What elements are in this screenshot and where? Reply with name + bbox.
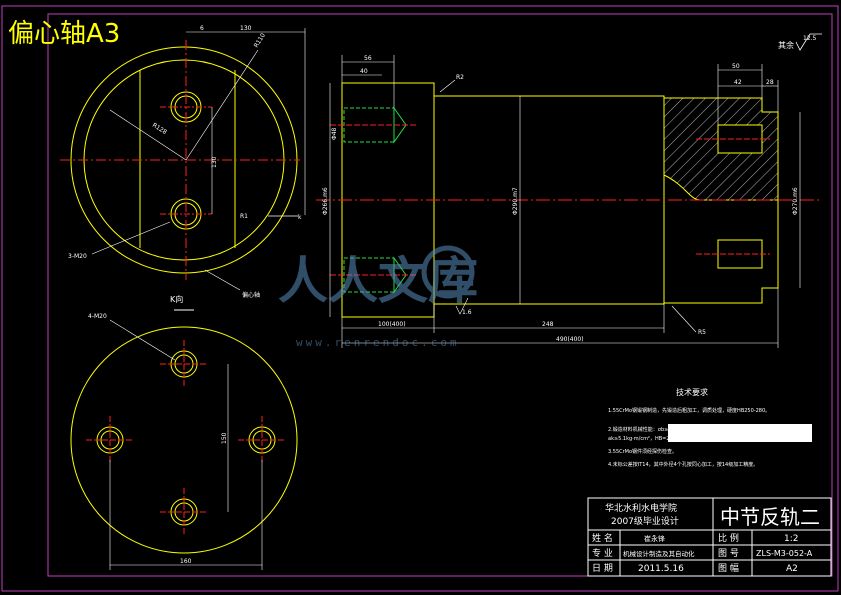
dim-dia-left: Φ266.m6 (322, 187, 329, 215)
dim-28: 28 (766, 79, 774, 86)
dim-dia-mid: Φ290.m7 (512, 187, 519, 215)
dim-r110: R110 (253, 32, 267, 49)
dim-50: 50 (732, 63, 740, 70)
tb-row3-label2: 图 幅 (718, 562, 739, 574)
tech-heading: 技术要求 (676, 387, 708, 397)
roughness-label: 其余 (778, 40, 794, 50)
view-side: Φ266.m6 Φ290.m7 Φ270.m6 Φ48 56 40 R2 50 … (316, 55, 820, 348)
tb-row3-value2: A2 (786, 564, 798, 574)
title-block: 华北水利水电学院 2007级毕业设计 中节反轨二 姓 名 崔永锋 比 例 1:2… (587, 497, 832, 577)
tb-row2-label2: 图 号 (718, 548, 739, 559)
shaft-label: 偏心轴 (242, 291, 260, 299)
tech-item-1: 1.55CrMo钢锻钢制造，先锻造后粗加工，调质处理，硬度HB250-280。 (608, 407, 770, 414)
tb-row1-label: 姓 名 (592, 532, 613, 544)
dim-100: 100(400) (378, 321, 406, 328)
dim-r128: R128 (151, 122, 168, 136)
title-block-frame (587, 497, 832, 577)
flange-circle (70, 326, 298, 554)
dim-6: 6 (200, 25, 204, 32)
leader-r110 (185, 49, 259, 161)
leader-3m20 (91, 221, 171, 255)
sheet-border-inner (47, 13, 833, 577)
dim-r2: R2 (456, 74, 464, 81)
leader-4m20 (109, 319, 176, 361)
tech-item-4: 4.未标公差按IT14，其中外径4个孔按同心加工，按14级加工精度。 (608, 461, 758, 468)
tb-row1-value2: 1:2 (784, 534, 798, 544)
dim-r1: R1 (240, 213, 248, 220)
tb-row3-label: 日 期 (592, 563, 613, 574)
dim-40: 40 (360, 68, 368, 75)
callout-3m20: 3-M20 (68, 253, 87, 260)
tech-item-2: 2.锻造材料机械性能：σb≥88.5kg/mm²，σs≥65kg/mm²，δ≥1… (608, 426, 787, 433)
tech-item-3: 3.55CrMo钢件须经探伤检查。 (608, 448, 677, 455)
dim-r5: R5 (698, 329, 706, 336)
watermark-text: 人人文库 (278, 252, 478, 310)
dim-dia-right: Φ270.m6 (792, 187, 799, 215)
tb-school: 华北水利水电学院 (605, 502, 677, 514)
tech-requirements: 技术要求 1.55CrMo钢锻钢制造，先锻造后粗加工，调质处理，硬度HB250-… (608, 387, 812, 468)
view-end-top: 130 6 R110 R128 130 R1 3-M20 偏心轴 k (60, 25, 306, 299)
dim-42: 42 (734, 79, 742, 86)
tb-drawing-title: 中节反轨二 (720, 505, 820, 529)
tb-row1-value: 崔永锋 (644, 534, 665, 543)
leader-r2 (439, 79, 456, 93)
tb-row3-value: 2011.5.16 (638, 564, 684, 574)
tb-row2-label: 专 业 (592, 547, 613, 559)
roughness-small: 1.6 (462, 309, 472, 316)
dim-vert: 150 (221, 432, 228, 444)
k-arrow-label: k (298, 214, 302, 221)
tb-grade: 2007级毕业设计 (611, 515, 679, 527)
watermark: 人人文库 www.renrendoc.com (278, 245, 478, 349)
tb-row2-value: 机械设计制造及其自动化 (623, 549, 695, 558)
dim-center-130: 130 (211, 156, 218, 168)
roughness-value: 12.5 (803, 35, 817, 42)
leader-r5 (671, 305, 697, 333)
tb-row2-value2: ZLS-M3-052-A (756, 549, 813, 558)
dim-56: 56 (364, 55, 372, 62)
view-k: K向 4-M20 150 160 (70, 294, 298, 570)
roughness-symbol (795, 33, 822, 51)
sheet-border-outer (1, 5, 839, 592)
dim-horiz: 160 (180, 558, 192, 565)
roughness-mark-small (455, 297, 469, 315)
sheet-label: 偏心轴A3 (8, 19, 120, 49)
tb-row1-label2: 比 例 (718, 532, 739, 544)
tech-item-2b: ak≥5.1kg·m/cm²，HB=241~286. (608, 436, 692, 442)
leader-r128 (109, 109, 187, 161)
watermark-url: www.renrendoc.com (296, 336, 460, 349)
callout-4m20: 4-M20 (88, 313, 107, 320)
tech-formula-box (668, 424, 812, 442)
dim-130-top: 130 (240, 25, 252, 32)
watermark-logo-icon (421, 245, 475, 299)
view-k-label: K向 (170, 294, 183, 304)
dim-total: 490(400) (556, 336, 584, 343)
dim-248: 248 (542, 321, 554, 328)
leader-shaft (204, 269, 241, 291)
dim-small: Φ48 (331, 127, 338, 140)
